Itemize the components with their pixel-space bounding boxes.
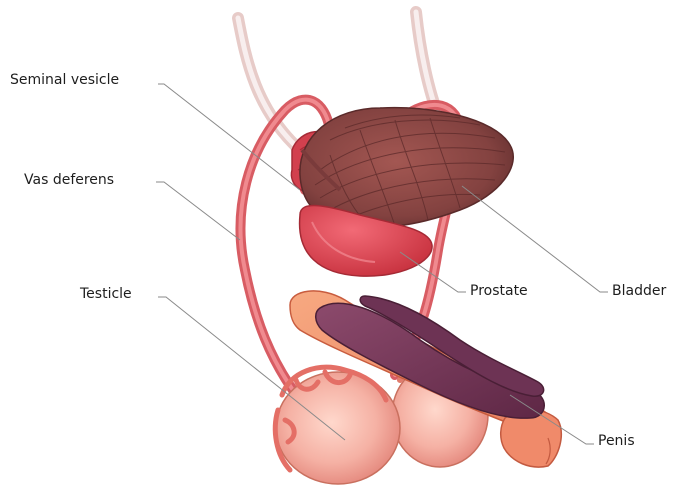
leader-vas-deferens [156, 182, 240, 240]
label-prostate: Prostate [470, 283, 528, 299]
leader-bladder [462, 186, 608, 292]
label-seminal-vesicle: Seminal vesicle [10, 72, 119, 88]
label-testicle: Testicle [80, 286, 132, 302]
label-bladder: Bladder [612, 283, 666, 299]
label-vas-deferens: Vas deferens [24, 172, 114, 188]
label-penis: Penis [598, 433, 635, 449]
leader-seminal-vesicle [158, 84, 300, 190]
